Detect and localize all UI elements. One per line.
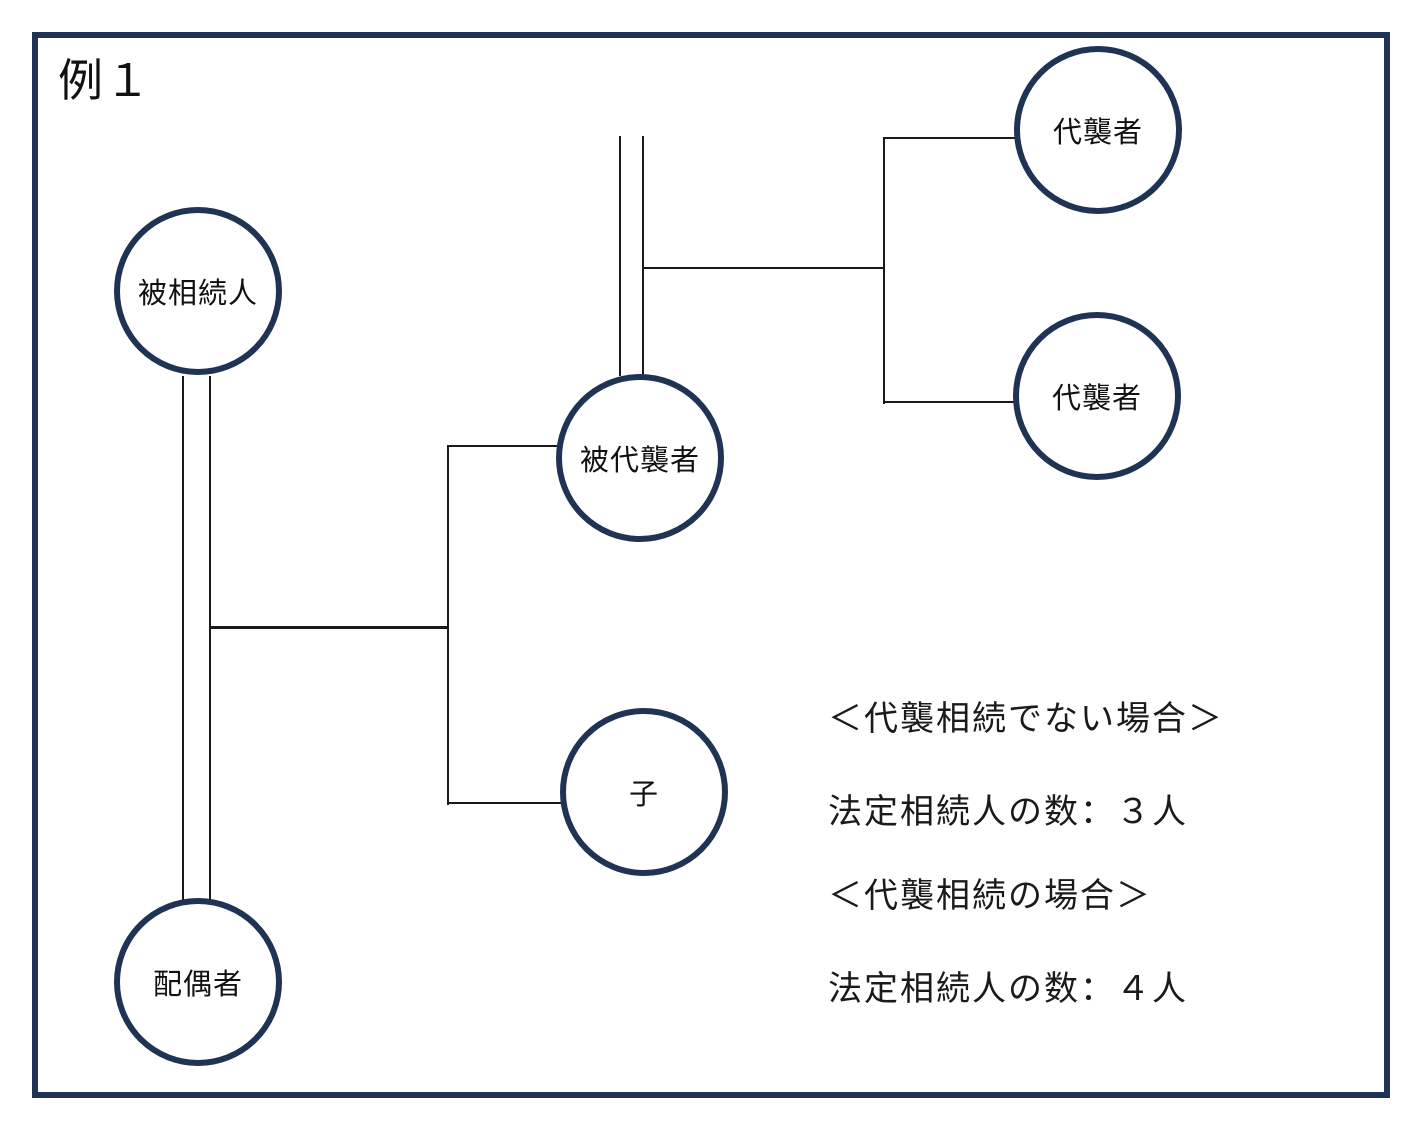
marriage-line-substituted-1 [619,136,621,376]
node-substituted-heir-label: 被代襲者 [579,445,700,477]
case1-heir-count: 法定相続人の数：３人 [828,793,1188,831]
children-branch-line-left [210,626,449,629]
node-substitute-heir-1: 代襲者 [1014,46,1182,214]
children-branch-line-right [643,267,885,269]
node-substitute-heir-2: 代襲者 [1013,312,1181,480]
node-substitute-heir-2-label: 代襲者 [1051,383,1142,415]
node-child: 子 [560,708,728,876]
marriage-line-substituted-2 [642,136,644,376]
node-decedent: 被相続人 [114,207,282,375]
page-title: 例１ [58,55,153,106]
node-child-label: 子 [628,779,659,811]
node-substituted-heir: 被代襲者 [556,374,724,542]
diagram-frame [32,32,1390,1098]
case2-heir-count: 法定相続人の数：４人 [828,970,1188,1008]
marriage-line-decedent-spouse-1 [182,376,184,900]
node-decedent-label: 被相続人 [137,278,258,310]
node-substitute-heir-1-label: 代襲者 [1052,117,1143,149]
connector-child [447,802,563,804]
connector-substituted-heir [447,445,559,447]
marriage-line-decedent-spouse-2 [209,376,211,900]
connector-substitute-heir-1 [883,137,1015,139]
node-spouse-label: 配偶者 [152,969,243,1001]
sibling-line-left [447,445,449,805]
connector-substitute-heir-2 [883,401,1015,403]
case1-heading: ＜代襲相続でない場合＞ [828,700,1224,738]
sibling-line-right [883,137,885,404]
node-spouse: 配偶者 [114,898,282,1066]
case2-heading: ＜代襲相続の場合＞ [828,877,1152,915]
